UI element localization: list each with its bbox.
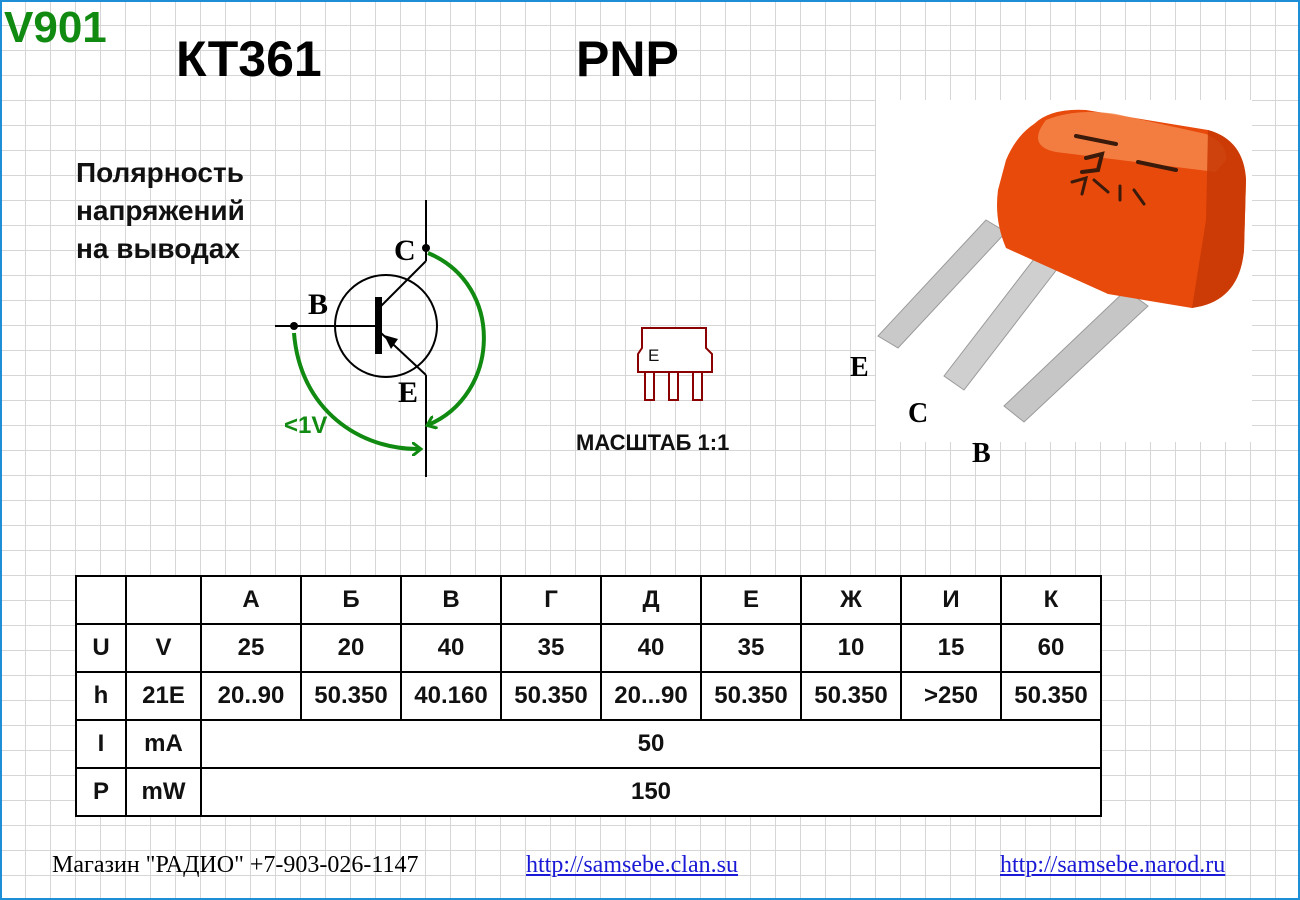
base-bar (375, 297, 382, 354)
param-symbol: I (75, 719, 127, 769)
table-cell: 50.350 (700, 671, 802, 721)
table-cell: 40 (600, 623, 702, 673)
polarity-line: Полярность (76, 157, 244, 188)
grade-header: Ж (800, 575, 902, 625)
table-cell: 35 (500, 623, 602, 673)
param-symbol: h (75, 671, 127, 721)
grade-header: И (900, 575, 1002, 625)
table-cell: 20..90 (200, 671, 302, 721)
grade-header: Е (700, 575, 802, 625)
transistor-schematic (275, 200, 486, 477)
collector-node (422, 244, 430, 252)
polarity-line: напряжений (76, 195, 245, 226)
photo-pin-c: C (908, 398, 929, 429)
photo-pin-b: B (972, 438, 991, 469)
photo-pin-e: E (850, 352, 869, 383)
table-row: U V 25 20 40 35 40 35 10 15 60 (75, 623, 1102, 673)
grade-header: А (200, 575, 302, 625)
table-cell: 40 (400, 623, 502, 673)
transistor-illustration (877, 109, 1246, 423)
grade-header: В (400, 575, 502, 625)
table-cell: 35 (700, 623, 802, 673)
table-cell: 50.350 (300, 671, 402, 721)
grade-header: Д (600, 575, 702, 625)
package-outline (637, 327, 713, 401)
shop-contact: Магазин "РАДИО" +7-903-026-1147 (52, 852, 419, 878)
table-cell: 20 (300, 623, 402, 673)
package-marking: E (648, 346, 660, 365)
table-cell: 50.350 (1000, 671, 1102, 721)
polarity-arrow-c (428, 251, 486, 425)
component-photo (876, 100, 1252, 442)
table-row: I mA 50 (75, 719, 1102, 769)
table-cell: 20...90 (600, 671, 702, 721)
table-cell: 50.350 (500, 671, 602, 721)
link-clan[interactable]: http://samsebe.clan.su (526, 852, 738, 878)
schematic-pin-e: E (398, 376, 419, 409)
transistor-type: PNP (576, 31, 679, 87)
table-row: h 21E 20..90 50.350 40.160 50.350 20...9… (75, 671, 1102, 721)
table-cell: 60 (1000, 623, 1102, 673)
grade-header: К (1000, 575, 1102, 625)
link-narod[interactable]: http://samsebe.narod.ru (1000, 852, 1226, 878)
grade-header: Г (500, 575, 602, 625)
lead-e (877, 219, 1007, 349)
scale-label: МАСШТАБ 1:1 (576, 430, 730, 455)
voltage-note: <1V (284, 412, 328, 439)
lead-b (1003, 289, 1149, 423)
param-symbol: P (75, 767, 127, 817)
schematic-pin-b: B (308, 288, 329, 321)
base-node (290, 322, 298, 330)
param-unit: V (125, 623, 202, 673)
polarity-arrow-b (292, 332, 420, 449)
table-cell: 150 (200, 767, 1102, 817)
emitter-arrow (384, 335, 398, 349)
table-header-row: А Б В Г Д Е Ж И К (75, 575, 1102, 625)
table-cell: 25 (200, 623, 302, 673)
table-cell (125, 575, 202, 625)
table-cell: 40.160 (400, 671, 502, 721)
catalog-code: V901 (4, 3, 107, 52)
table-cell: 50 (200, 719, 1102, 769)
parameters-table: А Б В Г Д Е Ж И К U V 25 20 40 35 40 35 … (75, 575, 1102, 817)
table-row: P mW 150 (75, 767, 1102, 817)
schematic-pin-c: C (394, 234, 416, 267)
grade-header: Б (300, 575, 402, 625)
part-number: КТ361 (176, 31, 322, 87)
param-unit: 21E (125, 671, 202, 721)
table-cell: 15 (900, 623, 1002, 673)
param-symbol: U (75, 623, 127, 673)
table-cell: >250 (900, 671, 1002, 721)
param-unit: mA (125, 719, 202, 769)
polarity-line: на выводах (76, 233, 240, 264)
table-cell: 50.350 (800, 671, 902, 721)
table-cell: 10 (800, 623, 902, 673)
param-unit: mW (125, 767, 202, 817)
table-cell (75, 575, 127, 625)
polarity-caption: Полярность напряжений на выводах (76, 154, 245, 268)
